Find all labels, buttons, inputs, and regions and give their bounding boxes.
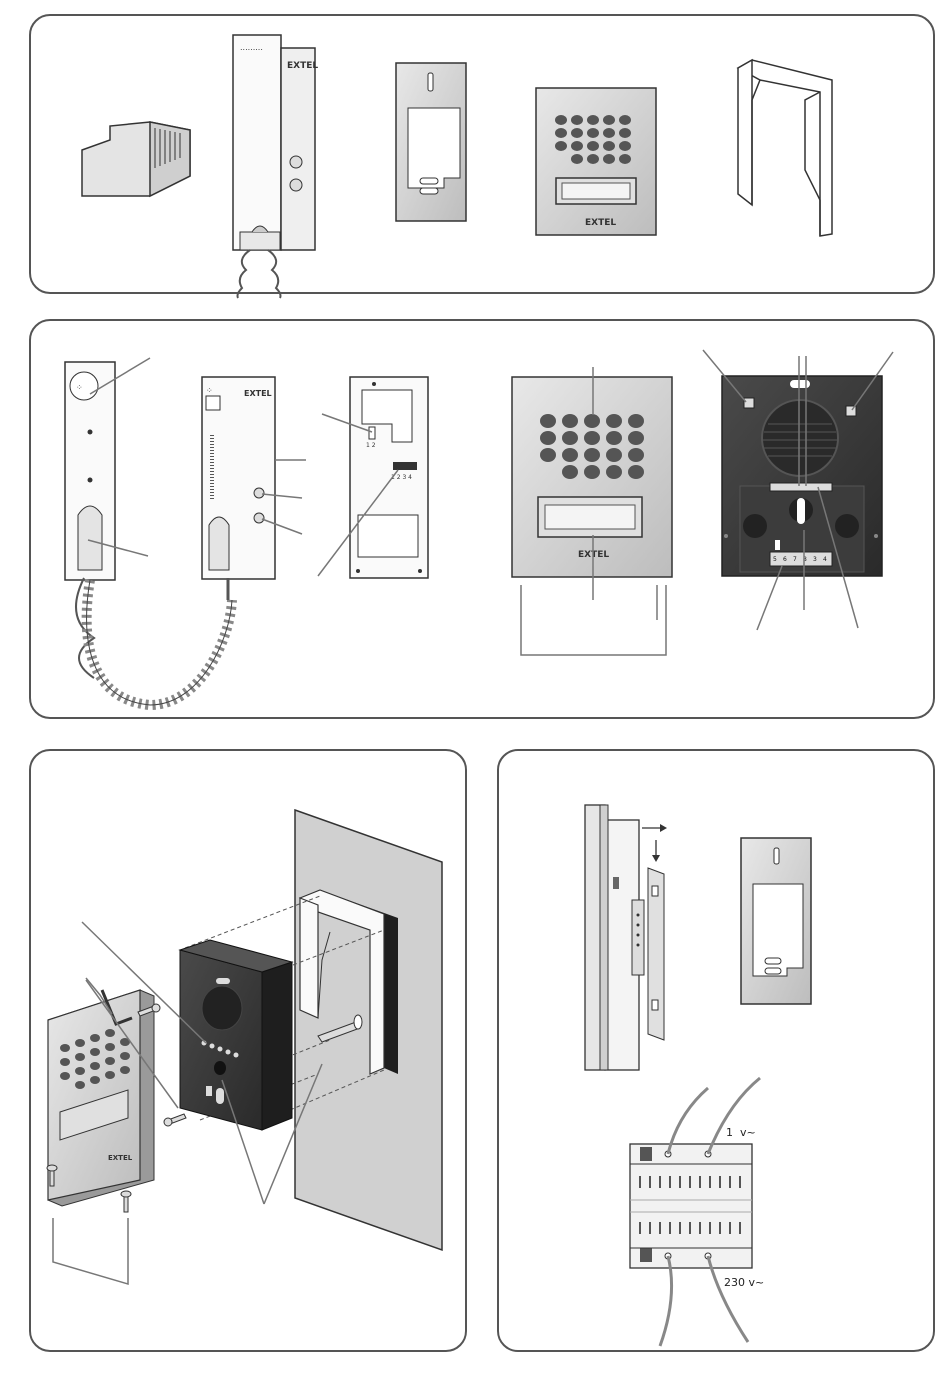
terminal-label: 7 (793, 556, 797, 563)
handset-side-view (585, 805, 667, 1070)
mains-voltage-label: 230 v~ (724, 1276, 764, 1289)
wall-mounting-plate (396, 63, 466, 221)
svg-text:.........: ......... (240, 43, 263, 52)
low-voltage-label: 1 v~ (726, 1126, 756, 1139)
panel-components-overview: ......... EXTEL (30, 15, 934, 298)
interphone-handset: ......... EXTEL (233, 35, 318, 298)
handset-base-view: ⁘ EXTEL (202, 377, 275, 600)
jumper-numbers: 1 2 (366, 442, 376, 449)
brand-logo: EXTEL (244, 389, 272, 398)
panel-component-details: ⁘ ⁘ EXTEL 1 2 1 2 3 4 (30, 320, 934, 718)
wall-mounting-plate-front (741, 838, 811, 1004)
wall (295, 810, 442, 1250)
svg-text:⁘: ⁘ (206, 386, 213, 395)
door-station-front-detail: EXTEL (512, 377, 672, 577)
svg-text:⁘: ⁘ (76, 383, 83, 392)
brand-logo: EXTEL (287, 61, 318, 71)
brand-logo: EXTEL (108, 1154, 133, 1162)
terminal-label: 4 (823, 556, 827, 563)
front-cover-plate: EXTEL (48, 990, 154, 1206)
door-station-front-plate: EXTEL (536, 88, 656, 235)
terminal-label: 6 (783, 556, 787, 563)
terminal-label: 5 (773, 556, 777, 563)
rain-hood (738, 60, 832, 236)
handset-back-view: 1 2 1 2 3 4 (350, 377, 428, 578)
power-supply-unit (82, 122, 190, 196)
brand-logo: EXTEL (585, 218, 616, 228)
panel-handset-and-psu-installation: 1 v~ 230 v~ (498, 750, 934, 1351)
door-station-back-detail: 5 6 7 8 3 4 (722, 376, 882, 576)
power-supply-din-unit (630, 1144, 752, 1268)
panel-door-station-installation: EXTEL (30, 750, 466, 1351)
terminal-label: 3 (813, 556, 817, 563)
